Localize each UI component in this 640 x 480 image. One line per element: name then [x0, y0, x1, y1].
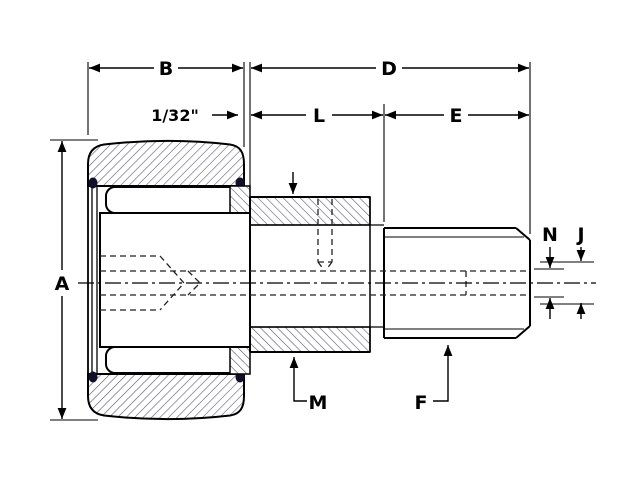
- dim-label-f: F: [415, 392, 428, 414]
- dim-label-e: E: [450, 105, 463, 127]
- dim-label-offset: 1/32": [151, 106, 199, 125]
- extension-lines: [50, 62, 594, 421]
- seal-top-left: [88, 177, 98, 189]
- dim-label-l: L: [313, 105, 325, 127]
- needle-roller-bottom: [105, 346, 239, 374]
- thread-chamfer-top: [515, 227, 531, 241]
- stud-head: [99, 212, 251, 348]
- leader-f: [433, 345, 453, 402]
- seal-bottom-left: [88, 371, 98, 383]
- dim-label-d: D: [381, 58, 397, 80]
- leader-m: [289, 357, 307, 402]
- outer-ring-bottom-section: [87, 373, 245, 421]
- dim-label-b: B: [159, 58, 173, 80]
- thread-chamfer-bottom: [515, 325, 531, 339]
- dim-label-n: N: [542, 224, 558, 246]
- dim-label-m: M: [309, 392, 328, 414]
- needle-roller-top: [105, 186, 239, 214]
- dim-label-j: J: [575, 224, 584, 246]
- shoulder-section-bottom: [249, 326, 371, 353]
- grease-hole-hidden-lines: [317, 199, 333, 271]
- hex-socket-hidden-lines: [100, 255, 201, 311]
- outer-ring-top-section: [87, 139, 245, 187]
- shoulder-section-top: [249, 196, 371, 226]
- dim-label-a: A: [55, 273, 70, 295]
